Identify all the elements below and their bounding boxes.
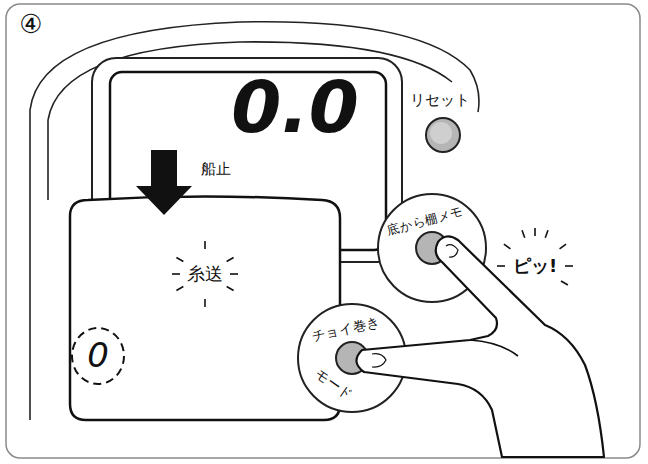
text-holder: 糸送 bbox=[187, 264, 223, 284]
blink-ray bbox=[561, 281, 568, 285]
blink-ray bbox=[497, 265, 505, 267]
blink-ray bbox=[522, 230, 525, 238]
blink-ray bbox=[560, 244, 567, 249]
button-label: モード bbox=[313, 366, 356, 402]
fingernail bbox=[372, 354, 386, 368]
blink-ray bbox=[534, 228, 536, 236]
text-holder: 0 bbox=[87, 337, 109, 374]
digit-circle: 0 bbox=[70, 327, 126, 385]
finger-crease bbox=[470, 340, 518, 356]
reset-button bbox=[426, 118, 460, 152]
blink-ray bbox=[230, 273, 238, 275]
blink-circle bbox=[72, 328, 124, 384]
fingernail bbox=[446, 245, 458, 257]
blink-ray bbox=[204, 241, 206, 249]
text-holder: ピッ! bbox=[513, 256, 557, 276]
reset-button-node: リセット bbox=[426, 118, 460, 152]
memo-button-node: 底から棚メモ bbox=[378, 194, 486, 302]
mode-button-node: チョイ巻きモード bbox=[298, 304, 406, 412]
mode-indicator: 船止 bbox=[201, 161, 231, 178]
blink-ray bbox=[227, 258, 234, 262]
figure-frame bbox=[6, 4, 640, 458]
text-holder: リセット bbox=[410, 92, 470, 109]
counter-reading: 0.0 bbox=[231, 68, 359, 147]
text-holder: モード bbox=[313, 366, 356, 402]
down-arrow bbox=[136, 150, 192, 215]
beep-sound: ピッ! bbox=[513, 256, 557, 276]
button-label: リセット bbox=[410, 92, 470, 109]
button-label: チョイ巻き bbox=[310, 314, 382, 343]
blink-ray bbox=[227, 287, 234, 291]
lcd-display: 0.0船止 bbox=[110, 72, 386, 250]
pressing-hand bbox=[356, 236, 604, 457]
blink-ray bbox=[204, 299, 206, 307]
line-feed-indicator: 糸送 bbox=[187, 264, 223, 284]
blink-ray bbox=[172, 273, 180, 275]
blink-ray bbox=[176, 287, 183, 291]
step-number: ④ bbox=[19, 10, 42, 39]
text-holder: 0.0 bbox=[231, 68, 359, 147]
text-holder: チョイ巻き bbox=[310, 314, 382, 343]
button-label: 底から棚メモ bbox=[386, 204, 465, 237]
enlarged-display-panel bbox=[70, 197, 340, 421]
blinking-digit: 0 bbox=[87, 337, 109, 374]
blink-ray bbox=[504, 244, 511, 249]
blink-ray bbox=[565, 265, 573, 267]
text-holder: ④ bbox=[19, 10, 42, 39]
button-highlight bbox=[430, 122, 452, 144]
blink-ray bbox=[545, 230, 548, 238]
text-holder: 船止 bbox=[201, 161, 231, 178]
text-holder: 底から棚メモ bbox=[386, 204, 465, 237]
blink-ray bbox=[176, 258, 183, 262]
enlarged-panel: 糸送 0 bbox=[70, 200, 340, 420]
